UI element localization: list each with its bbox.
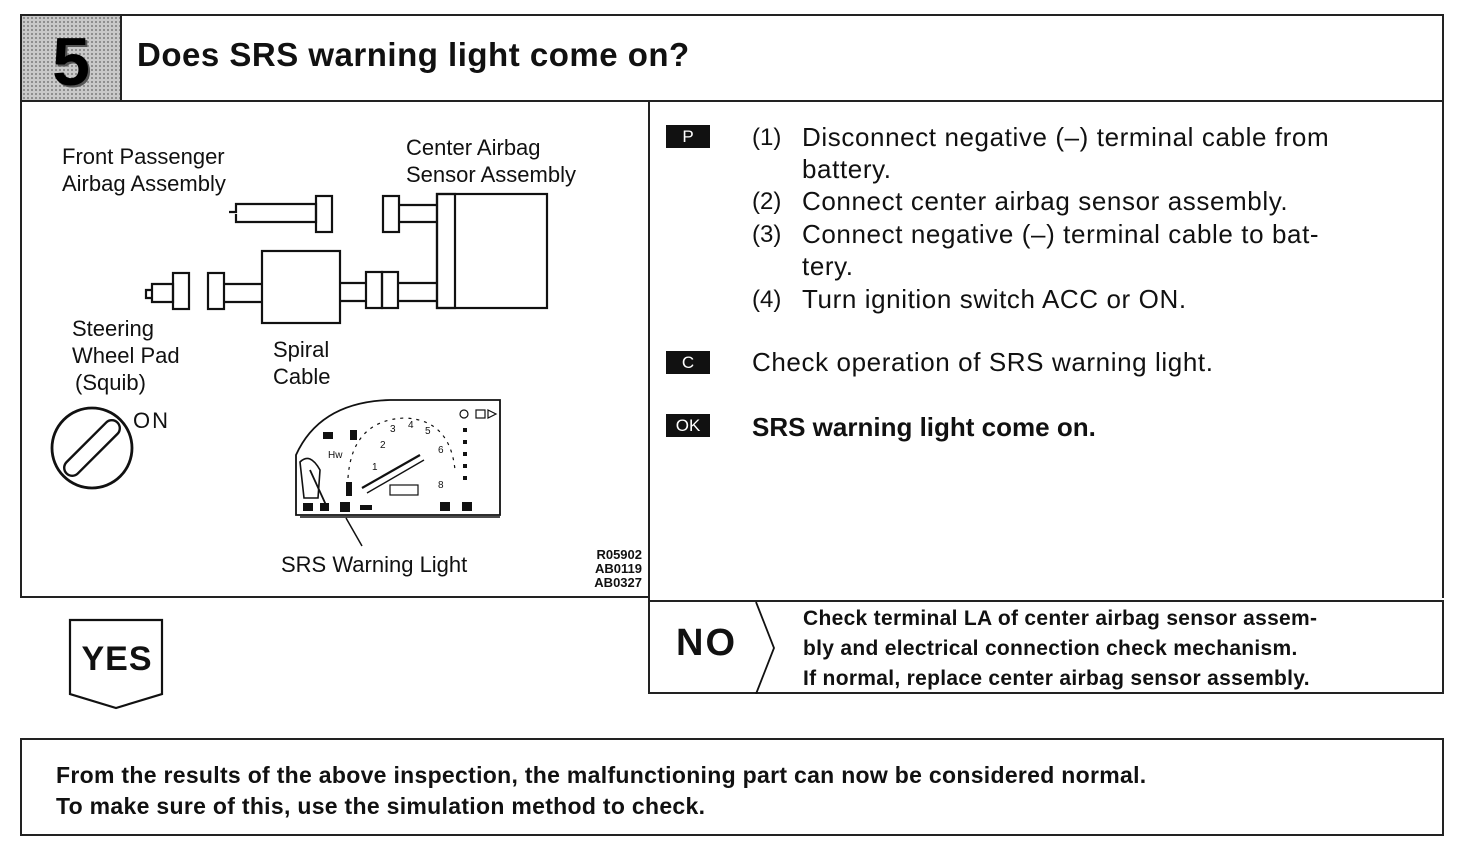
srs-warning-light-label: SRS Warning Light bbox=[281, 552, 468, 577]
no-arrow-chevron bbox=[755, 602, 775, 694]
svg-text:6: 6 bbox=[438, 445, 444, 456]
yes-label: YES bbox=[81, 640, 153, 678]
step-1-number: (1) bbox=[752, 124, 782, 151]
ignition-key-icon bbox=[50, 406, 134, 490]
svg-text:5: 5 bbox=[425, 426, 431, 437]
ok-text: SRS warning light come on. bbox=[752, 412, 1096, 442]
note-line-1: From the results of the above inspection… bbox=[56, 762, 1147, 788]
spiral-sensor-link bbox=[340, 270, 437, 310]
diagram-bottom-border bbox=[20, 596, 650, 598]
front-passenger-label-2: Airbag Assembly bbox=[62, 171, 226, 196]
sensor-connector bbox=[381, 194, 437, 234]
step-number-box bbox=[20, 14, 122, 102]
steering-label-3: (Squib) bbox=[75, 370, 146, 395]
column-divider bbox=[648, 100, 650, 694]
figure-code-3: AB0327 bbox=[594, 575, 642, 590]
simulation-note-box bbox=[20, 738, 1444, 836]
spiral-label-1: Spiral bbox=[273, 337, 330, 362]
step-1-line-2: battery. bbox=[802, 154, 892, 184]
no-branch-right-border bbox=[1442, 600, 1444, 694]
svg-text:1: 1 bbox=[372, 462, 378, 473]
figure-code-1: R05902 bbox=[596, 547, 642, 562]
steering-label-2: Wheel Pad bbox=[72, 343, 180, 368]
step-4-number: (4) bbox=[752, 286, 782, 313]
ok-tag: OK bbox=[666, 414, 710, 437]
step-3-line-2: tery. bbox=[802, 251, 854, 281]
prep-tag: P bbox=[666, 125, 710, 148]
check-text: Check operation of SRS warning light. bbox=[752, 347, 1214, 377]
step-3-line-1: Connect negative (–) terminal cable to b… bbox=[802, 219, 1320, 249]
no-text-line-2: bly and electrical connection check mech… bbox=[803, 637, 1298, 660]
spiral-cable-box bbox=[260, 249, 342, 325]
figure-code-2: AB0119 bbox=[595, 561, 642, 576]
svg-text:8: 8 bbox=[438, 480, 444, 491]
yes-arrow-shape bbox=[68, 618, 164, 710]
step-number: 5 bbox=[52, 24, 90, 100]
step-title: Does SRS warning light come on? bbox=[137, 36, 690, 73]
front-passenger-label-1: Front Passenger bbox=[62, 144, 225, 169]
step-4-line-1: Turn ignition switch ACC or ON. bbox=[802, 284, 1187, 314]
steering-pad-connector bbox=[144, 271, 191, 311]
no-label: NO bbox=[676, 622, 737, 664]
svg-text:Hw: Hw bbox=[328, 450, 343, 461]
center-sensor-label-1: Center Airbag bbox=[406, 135, 541, 160]
step-body-frame bbox=[20, 100, 1444, 598]
svg-text:4: 4 bbox=[408, 420, 414, 431]
procedure-bottom-border bbox=[648, 600, 1444, 602]
steering-label-1: Steering bbox=[72, 316, 154, 341]
step-3-number: (3) bbox=[752, 221, 782, 248]
check-tag: C bbox=[666, 351, 710, 374]
spiral-left-connector bbox=[206, 271, 262, 311]
step-2-number: (2) bbox=[752, 188, 782, 215]
ignition-on-label: ON bbox=[133, 408, 170, 433]
no-branch-bottom-border bbox=[648, 692, 1444, 694]
no-text-line-3: If normal, replace center airbag sensor … bbox=[803, 667, 1310, 690]
cluster-gauge-numbers: 1 2 3 4 5 6 8 Hw bbox=[328, 420, 444, 491]
step-2-line-1: Connect center airbag sensor assembly. bbox=[802, 186, 1289, 216]
cluster-indicator-icons bbox=[303, 428, 472, 512]
note-line-2: To make sure of this, use the simulation… bbox=[56, 793, 706, 819]
spiral-label-2: Cable bbox=[273, 364, 331, 389]
front-passenger-connector bbox=[229, 194, 334, 234]
svg-text:3: 3 bbox=[390, 424, 396, 435]
center-sensor-label-2: Sensor Assembly bbox=[406, 162, 576, 187]
instrument-cluster-icon bbox=[295, 399, 501, 547]
center-airbag-sensor-box bbox=[435, 192, 549, 310]
svg-text:2: 2 bbox=[380, 440, 386, 451]
step-1-line-1: Disconnect negative (–) terminal cable f… bbox=[802, 122, 1330, 152]
no-text-line-1: Check terminal LA of center airbag senso… bbox=[803, 607, 1318, 630]
